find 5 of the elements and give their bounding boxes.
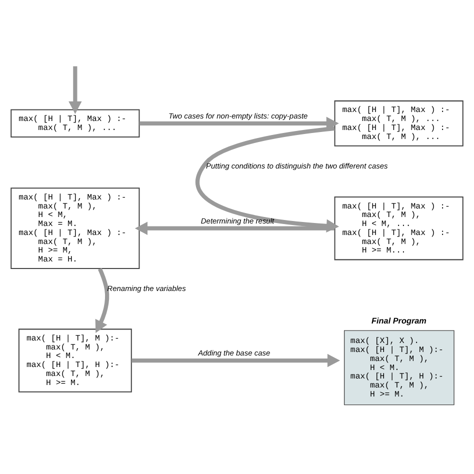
edge-label: Determining the result <box>200 216 274 226</box>
edge-label: Two cases for non-empty lists: copy-paste <box>168 112 308 121</box>
edge-label: Renaming the variables <box>107 284 186 293</box>
edge-label: Adding the base case <box>198 348 270 358</box>
edge-label: Putting conditions to distinguish the two different cases <box>206 161 388 170</box>
